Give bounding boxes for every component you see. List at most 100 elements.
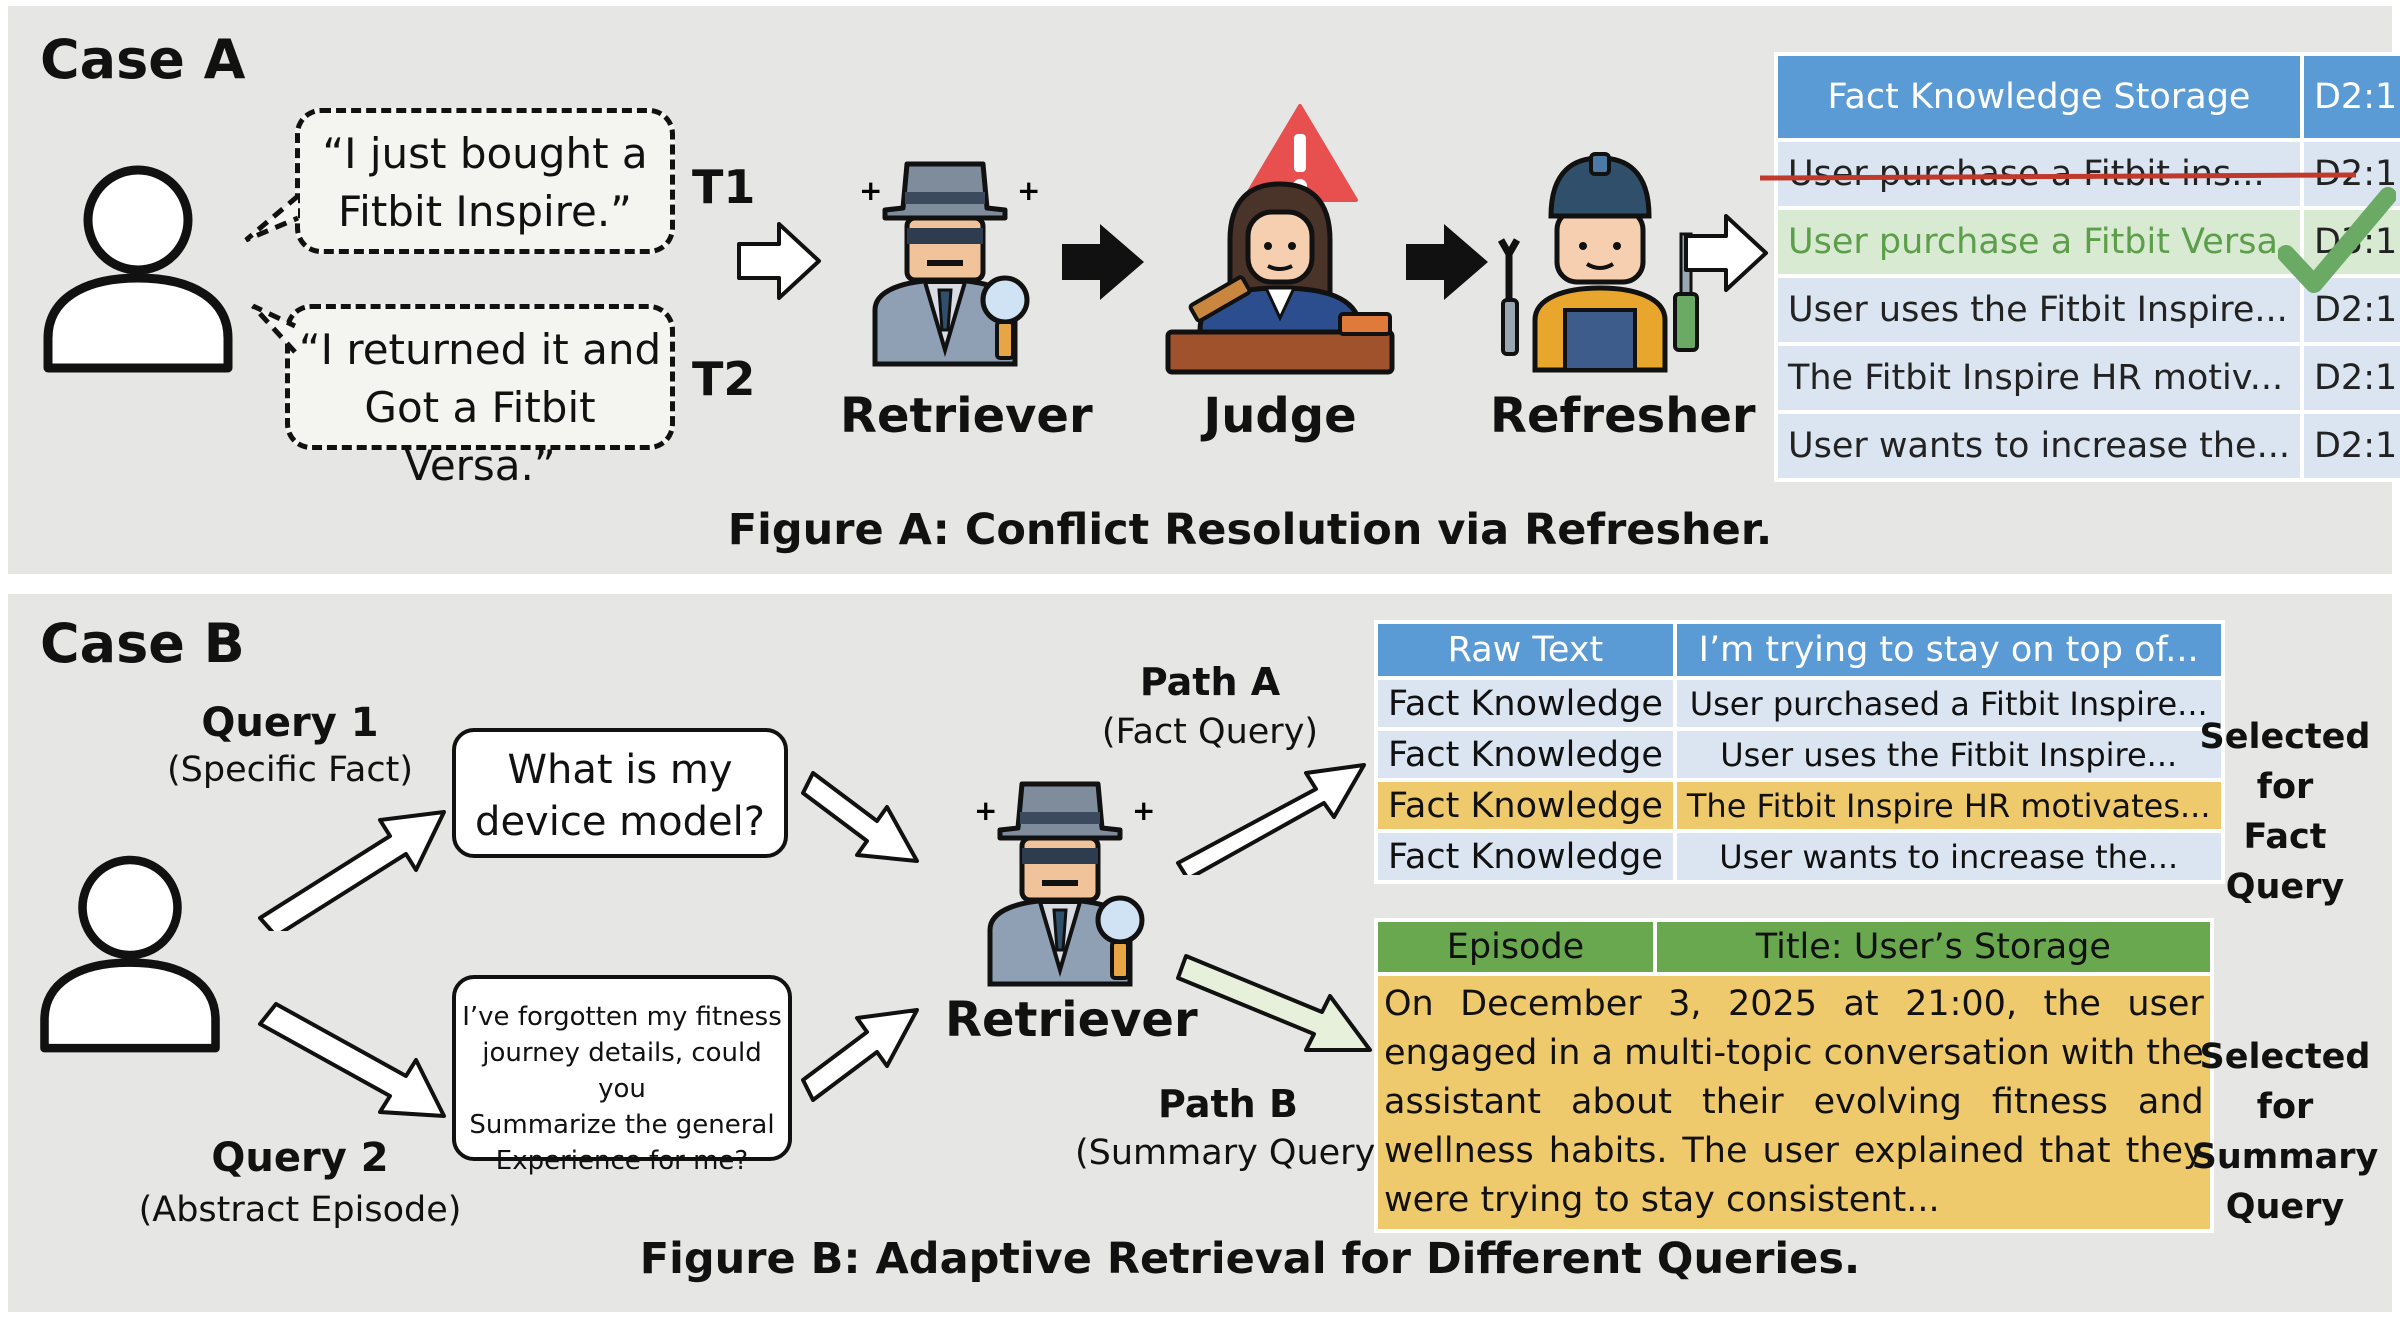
- episode-body-row: On December 3, 2025 at 21:00, the user e…: [1378, 976, 2210, 1229]
- query1-sublabel: (Specific Fact): [167, 750, 413, 790]
- storage-row-text: User wants to increase the...: [1778, 414, 2300, 478]
- path-a-sublabel: (Fact Query): [1101, 712, 1319, 752]
- storage-row-text: User purchase a Fitbit Versa.: [1778, 210, 2300, 274]
- episode-line: were trying to stay consistent...: [1384, 1180, 1940, 1220]
- episode-line: wellness habits. The user explained that…: [1384, 1131, 2204, 1171]
- arrow-up-right-icon: [801, 1008, 919, 1102]
- fact-header-row: Raw Text I’m trying to stay on top of...: [1378, 624, 2221, 676]
- fact-row-type: Fact Knowledge: [1378, 680, 1673, 727]
- query1-line1: What is my: [507, 747, 733, 793]
- fact-header-col1: Raw Text: [1378, 624, 1673, 676]
- fact-row: Fact Knowledge User wants to increase th…: [1378, 833, 2221, 880]
- agent-label-judge: Judge: [1203, 388, 1357, 444]
- path-b-sublabel: (Summary Query): [1075, 1133, 1389, 1173]
- selected-for-summary-label: Selected for Summary Query: [2180, 1032, 2390, 1232]
- selected-for-fact-label: Selected for Fact Query: [2180, 712, 2390, 912]
- fact-row-text: User purchased a Fitbit Inspire...: [1676, 680, 2221, 727]
- case-a-caption: Figure A: Conflict Resolution via Refres…: [727, 505, 1773, 555]
- episode-header-col2: Title: User’s Storage: [1657, 922, 2210, 972]
- fact-row-type: Fact Knowledge: [1378, 731, 1673, 778]
- fact-header-col2: I’m trying to stay on top of...: [1676, 624, 2221, 676]
- fact-row-text: User uses the Fitbit Inspire...: [1676, 731, 2221, 778]
- arrow-right-icon: [1684, 214, 1768, 292]
- case-b-title: Case B: [40, 612, 245, 675]
- bubble-t2-line2: Got a Fitbit Versa.”: [364, 383, 596, 490]
- query2-sublabel: (Abstract Episode): [138, 1190, 462, 1230]
- bubble-tail-t2: [251, 303, 297, 354]
- time-label-t2: T2: [692, 352, 756, 406]
- bubble-tail-t1: [244, 194, 300, 243]
- storage-row-id: D2:1: [2303, 346, 2400, 410]
- storage-row: User uses the Fitbit Inspire... D2:1: [1778, 278, 2400, 342]
- retriever-detective-icon: + +: [859, 161, 1040, 367]
- fact-row: Fact Knowledge User uses the Fitbit Insp…: [1378, 731, 2221, 778]
- episode-line: On December 3, 2025 at 21:00, the user: [1384, 984, 2204, 1024]
- bubble-t1-line2: Fitbit Inspire.”: [338, 187, 632, 236]
- agent-label-refresher: Refresher: [1490, 388, 1756, 444]
- speech-bubble-t2: “I returned it and Got a Fitbit Versa.”: [285, 304, 675, 490]
- storage-row-text: The Fitbit Inspire HR motiv...: [1778, 346, 2300, 410]
- arrow-down-right-icon: [1176, 954, 1372, 1052]
- episode-line: engaged in a multi-topic conversation wi…: [1384, 1033, 2204, 1073]
- fact-query-table: Raw Text I’m trying to stay on top of...…: [1374, 620, 2225, 884]
- user-icon: [40, 855, 220, 1053]
- storage-header-row: Fact Knowledge Storage D2:1: [1778, 56, 2400, 138]
- path-a-label: Path A: [1139, 660, 1281, 704]
- arrow-right-solid-icon: [1406, 224, 1488, 300]
- path-b-label: Path B: [1158, 1082, 1298, 1126]
- query2-box: I’ve forgotten my fitness journey detail…: [452, 975, 792, 1176]
- case-b-caption: Figure B: Adaptive Retrieval for Differe…: [639, 1234, 1861, 1284]
- bubble-t2-line1: “I returned it and: [298, 325, 662, 374]
- episode-table: Episode Title: User’s Storage On Decembe…: [1374, 918, 2214, 1233]
- storage-row: User purchase a Fitbit Versa. D3:1: [1778, 210, 2400, 274]
- arrow-up-right-icon: [1176, 763, 1366, 875]
- user-icon: [43, 165, 233, 373]
- time-label-t1: T1: [692, 160, 756, 214]
- bubble-t1-line1: “I just bought a: [322, 129, 648, 178]
- refresher-worker-icon: [1497, 152, 1699, 373]
- query2-line: Experience for me?: [495, 1146, 749, 1176]
- case-a-title: Case A: [40, 28, 246, 91]
- storage-header: Fact Knowledge Storage: [1778, 56, 2300, 138]
- svg-text:+: +: [1132, 794, 1155, 827]
- svg-text:+: +: [974, 794, 997, 827]
- fact-row-text: The Fitbit Inspire HR motivates...: [1676, 782, 2221, 829]
- episode-header-row: Episode Title: User’s Storage: [1378, 922, 2210, 972]
- fact-row-type: Fact Knowledge: [1378, 782, 1673, 829]
- query1-line2: device model?: [475, 799, 765, 845]
- fact-row-text: User wants to increase the...: [1676, 833, 2221, 880]
- arrow-right-icon: [737, 222, 821, 300]
- selected-fact-line: Selected for: [2199, 717, 2371, 807]
- query1-box: What is my device model?: [452, 728, 788, 858]
- episode-body: On December 3, 2025 at 21:00, the user e…: [1378, 976, 2210, 1229]
- storage-header-id: D2:1: [2303, 56, 2400, 138]
- fact-row: Fact Knowledge The Fitbit Inspire HR mot…: [1378, 782, 2221, 829]
- svg-text:+: +: [859, 174, 882, 207]
- query2-line: journey details, could you: [482, 1038, 762, 1104]
- query2-line: Summarize the general: [469, 1110, 775, 1140]
- fact-row: Fact Knowledge User purchased a Fitbit I…: [1378, 680, 2221, 727]
- selected-fact-line: Fact Query: [2225, 817, 2345, 907]
- storage-row: User wants to increase the... D2:1: [1778, 414, 2400, 478]
- query1-label: Query 1: [201, 700, 379, 746]
- arrow-right-solid-icon: [1062, 224, 1144, 300]
- fact-row-type: Fact Knowledge: [1378, 833, 1673, 880]
- arrow-down-right-icon: [801, 771, 919, 863]
- query2-line: I’ve forgotten my fitness: [462, 1002, 782, 1032]
- svg-text:+: +: [1017, 174, 1040, 207]
- arrow-down-right-icon: [258, 1002, 446, 1118]
- selected-summary-line: Selected for: [2199, 1037, 2371, 1127]
- judge-icon: [1165, 104, 1395, 375]
- selected-summary-line: Summary: [2191, 1137, 2379, 1177]
- agent-label-retriever: Retriever: [840, 388, 1093, 444]
- storage-row-text: User uses the Fitbit Inspire...: [1778, 278, 2300, 342]
- arrow-up-right-icon: [258, 810, 446, 931]
- episode-line: assistant about their evolving fitness a…: [1384, 1082, 2204, 1122]
- retriever-detective-icon: + +: [974, 781, 1155, 987]
- episode-header-col1: Episode: [1378, 922, 1653, 972]
- storage-row: The Fitbit Inspire HR motiv... D2:1: [1778, 346, 2400, 410]
- query2-label: Query 2: [211, 1135, 389, 1181]
- retriever-label: Retriever: [945, 992, 1198, 1048]
- speech-bubble-t1: “I just bought a Fitbit Inspire.”: [295, 108, 675, 254]
- storage-row-id: D2:1: [2303, 414, 2400, 478]
